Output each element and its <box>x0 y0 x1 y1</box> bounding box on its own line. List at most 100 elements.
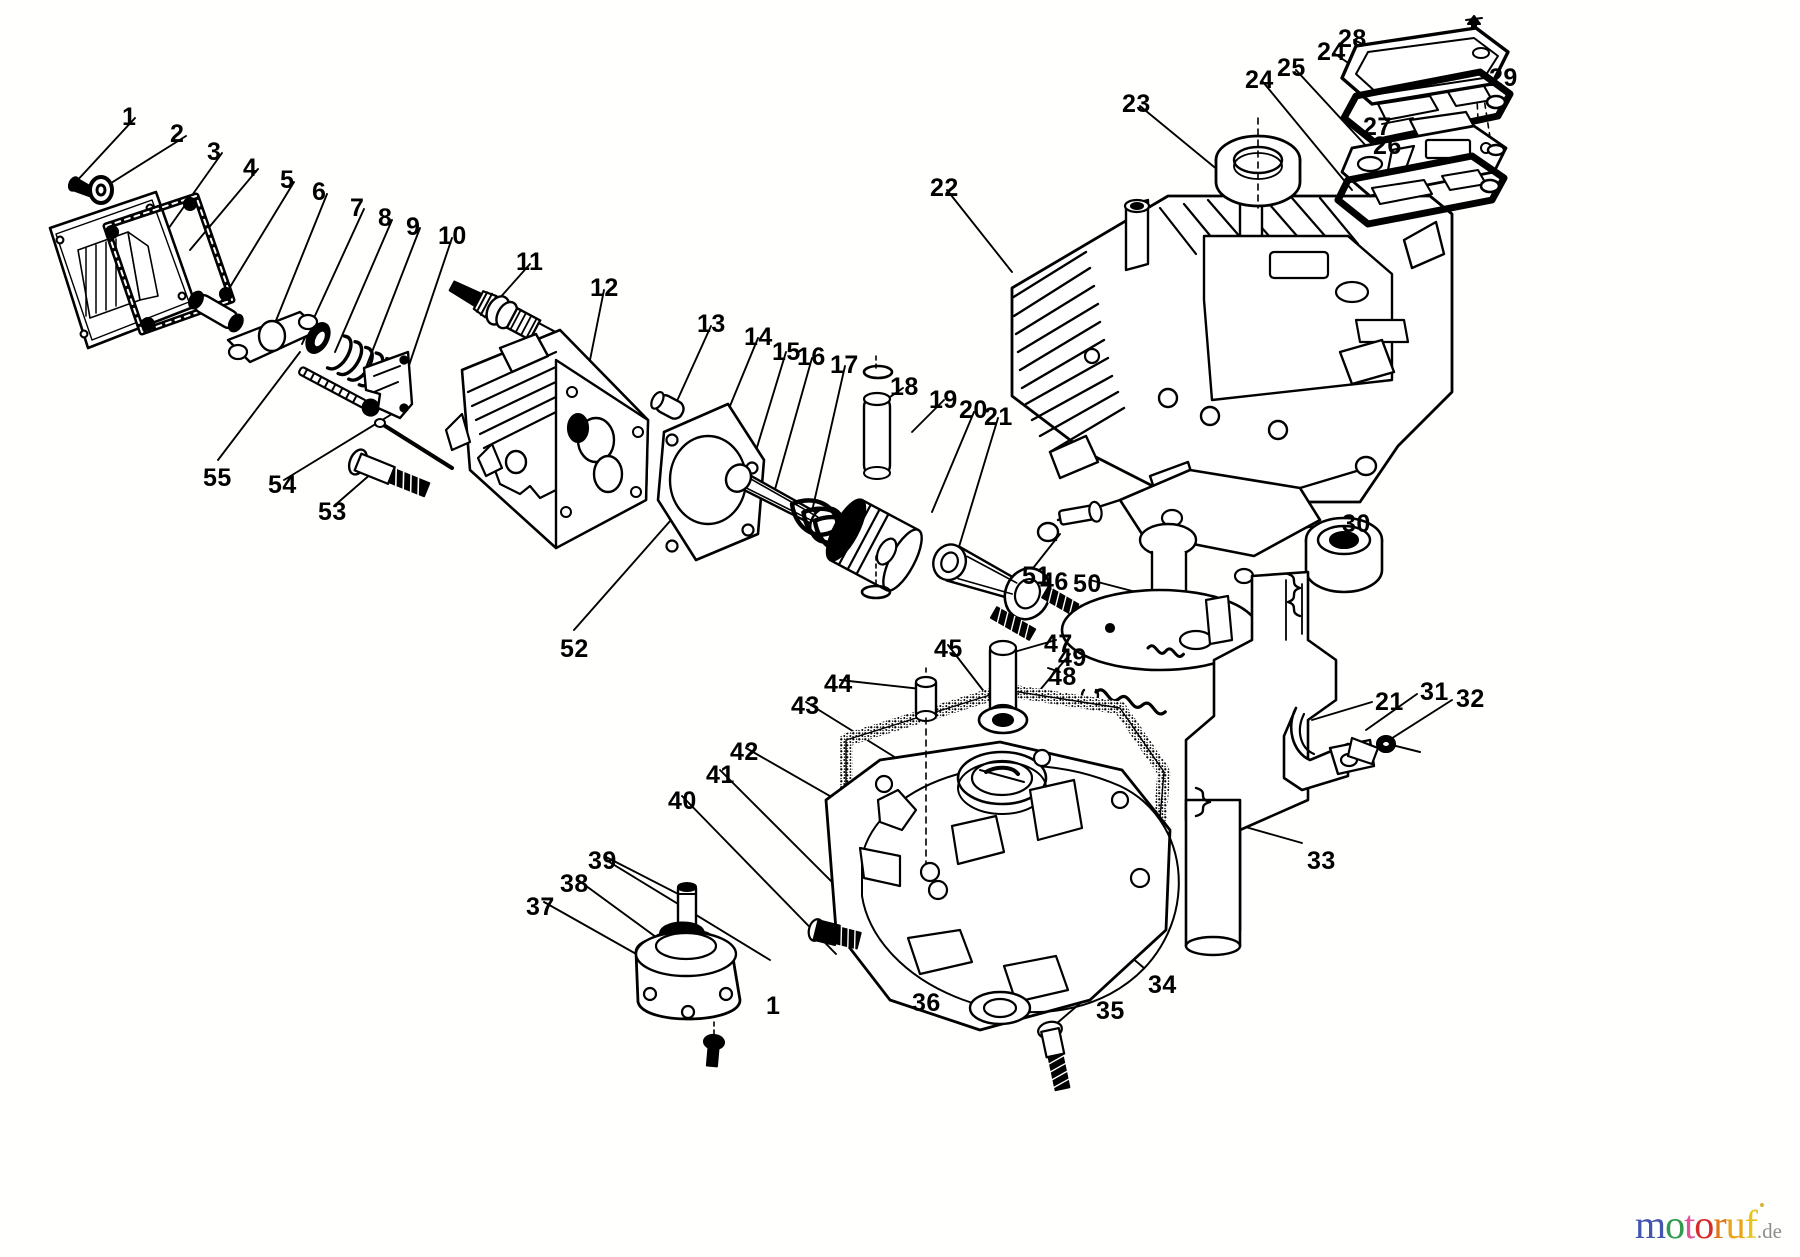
callout-number-52: 52 <box>560 635 589 663</box>
callout-number-14: 14 <box>744 323 773 351</box>
callout-number-26: 26 <box>1373 132 1402 160</box>
callout-number-19: 19 <box>929 386 958 414</box>
callout-number-1b: 1 <box>766 992 781 1020</box>
leader-line <box>1047 667 1061 673</box>
callout-number-55: 55 <box>203 464 232 492</box>
leader-line <box>1262 81 1353 191</box>
callout-number-42: 42 <box>730 738 759 766</box>
leader-line <box>1241 825 1303 844</box>
watermark-letter: r <box>1713 1202 1726 1247</box>
callout-number-17: 17 <box>830 351 859 379</box>
callout-number-53: 53 <box>318 498 347 526</box>
part-oil-seal <box>1214 117 1302 209</box>
part-cylinder-head <box>444 280 766 562</box>
leader-line <box>1381 117 1414 125</box>
callout-number-21a: 21 <box>984 403 1013 431</box>
part-piston-assembly <box>724 355 1090 641</box>
callout-number-25: 25 <box>1277 54 1306 82</box>
callout-number-43: 43 <box>791 692 820 720</box>
callout-number-45: 45 <box>934 635 963 663</box>
leader-line <box>1295 69 1369 149</box>
part-valve-train <box>188 290 454 498</box>
site-watermark: motoruf.de <box>1635 1202 1782 1247</box>
callout-number-30: 30 <box>1342 510 1371 538</box>
leader-line <box>497 263 531 301</box>
callout-number-29: 29 <box>1489 64 1518 92</box>
part-muffler-assembly <box>1334 14 1514 228</box>
leader-line <box>165 152 223 233</box>
callout-number-47: 47 <box>1044 630 1073 658</box>
callout-number-27: 27 <box>1363 113 1392 141</box>
part-oil-pump <box>634 881 742 1068</box>
callout-number-11: 11 <box>516 248 544 276</box>
leader-line <box>951 417 999 571</box>
callout-number-50: 50 <box>1073 570 1102 598</box>
callout-number-13: 13 <box>697 310 726 338</box>
leader-line <box>1365 693 1418 731</box>
callout-number-34: 34 <box>1148 971 1177 999</box>
part-crankshaft-governor <box>1036 455 1421 957</box>
callout-number-23: 23 <box>1122 90 1151 118</box>
leader-line <box>364 227 421 371</box>
callout-number-33: 33 <box>1307 847 1336 875</box>
watermark-letter: o <box>1665 1202 1685 1247</box>
callout-number-20: 20 <box>959 396 988 424</box>
leader-line <box>809 365 846 521</box>
watermark-letter: m <box>1635 1202 1666 1247</box>
callout-number-24b: 24 <box>1245 66 1274 94</box>
callout-number-37: 37 <box>526 893 555 921</box>
callout-number-28: 28 <box>1338 25 1367 53</box>
watermark-letter: u <box>1725 1202 1746 1247</box>
leader-line <box>99 135 187 191</box>
watermark-letter: o <box>1694 1202 1714 1247</box>
callout-number-46: 46 <box>1040 568 1069 596</box>
callout-number-10: 10 <box>438 222 467 250</box>
leader-line <box>771 357 813 501</box>
callout-number-5: 5 <box>280 166 295 194</box>
leader-line <box>272 193 328 329</box>
leader-line <box>946 189 1013 273</box>
callout-number-51: 51 <box>1022 562 1051 590</box>
leader-line <box>931 411 975 513</box>
callout-number-16: 16 <box>797 343 826 371</box>
part-cylinder-block <box>1010 182 1454 504</box>
callout-number-1a: 1 <box>122 103 137 131</box>
leader-line <box>605 856 691 901</box>
callout-number-44: 44 <box>824 670 853 698</box>
callout-number-40: 40 <box>668 787 697 815</box>
leader-line <box>1311 701 1373 721</box>
leader-line <box>671 325 712 413</box>
watermark-suffix: .de <box>1756 1219 1782 1243</box>
callout-number-24a: 24 <box>1317 38 1346 66</box>
leader-line <box>334 219 393 353</box>
callout-number-3: 3 <box>207 138 222 166</box>
callout-number-9: 9 <box>406 213 421 241</box>
callout-number-32: 32 <box>1456 685 1485 713</box>
callout-number-4: 4 <box>243 154 258 182</box>
leader-line <box>217 351 301 461</box>
callout-number-31: 31 <box>1420 678 1449 706</box>
callout-number-7: 7 <box>350 194 365 222</box>
callout-number-2: 2 <box>170 120 185 148</box>
leader-line <box>73 117 136 185</box>
callout-number-12: 12 <box>590 274 619 302</box>
callout-number-8: 8 <box>378 204 393 232</box>
callout-number-48: 48 <box>1048 663 1077 691</box>
callout-number-15: 15 <box>772 338 801 366</box>
leader-line <box>911 399 945 433</box>
leader-line <box>1385 699 1453 743</box>
callout-number-49: 49 <box>1058 644 1087 672</box>
watermark-letter: f <box>1744 1202 1765 1247</box>
callout-number-21b: 21 <box>1375 688 1404 716</box>
callout-number-35: 35 <box>1096 997 1125 1025</box>
control-lever-group <box>1282 706 1421 792</box>
callout-number-38: 38 <box>560 870 589 898</box>
callout-number-39: 39 <box>588 847 617 875</box>
watermark-letter: t <box>1684 1202 1695 1247</box>
callout-number-18: 18 <box>890 373 919 401</box>
leader-line <box>573 511 679 631</box>
leader-line <box>189 168 259 251</box>
leader-line <box>1039 653 1071 691</box>
